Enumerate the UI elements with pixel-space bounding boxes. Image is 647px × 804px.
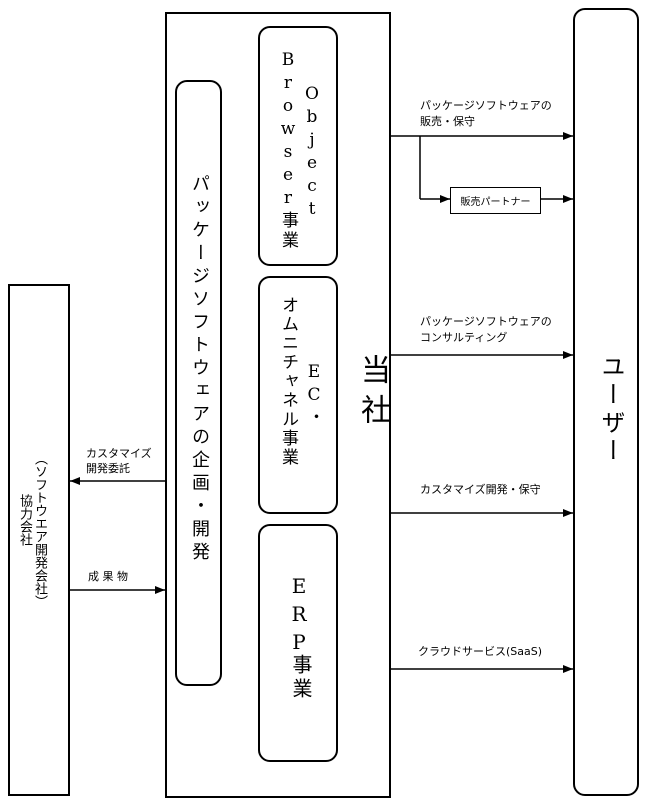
ec-omnichannel-label-line2: オムニチャネル事業: [278, 296, 298, 467]
object-browser-label-line1: Object: [302, 84, 322, 222]
partner-company-node: （ソフトウエア開発会社） 協力会社: [8, 284, 70, 796]
custom-maintenance-label: カスタマイズ開発・保守: [420, 483, 541, 496]
sales-maintenance-label-line2: 販売・保守: [420, 115, 475, 128]
custom-dev-request-label-line1: カスタマイズ: [86, 447, 152, 460]
company-label: 当社: [355, 354, 390, 434]
consulting-label-line2: コンサルティング: [420, 331, 508, 344]
ec-omnichannel-label-line1: EC・: [304, 362, 324, 428]
erp-business-node: ERP 事業: [258, 524, 338, 762]
ec-omnichannel-business-node: EC・ オムニチャネル事業: [258, 276, 338, 514]
erp-label-line1: ERP: [287, 574, 311, 658]
object-browser-label-line2: Browser事業: [278, 50, 298, 251]
planning-label: パッケージソフトウェアの企画・開発: [189, 174, 210, 565]
sales-partner-label: 販売パートナー: [460, 197, 531, 208]
deliverables-label: 成 果 物: [88, 570, 128, 583]
users-label: ユーザー: [597, 354, 625, 466]
partner-company-label-line1: 協力会社: [17, 494, 32, 546]
users-node: ユーザー: [573, 8, 639, 796]
cloud-service-label: クラウドサービス(SaaS): [418, 645, 543, 658]
consulting-label-line1: パッケージソフトウェアの: [420, 315, 552, 328]
sales-partner-node: 販売パートナー: [450, 187, 541, 214]
erp-label-line2: 事業: [289, 654, 313, 702]
sales-maintenance-label-line1: パッケージソフトウェアの: [420, 99, 552, 112]
custom-dev-request-label-line2: 開発委託: [86, 462, 130, 475]
object-browser-business-node: Object Browser事業: [258, 26, 338, 266]
planning-node: パッケージソフトウェアの企画・開発: [175, 80, 222, 686]
partner-company-label-line2: （ソフトウエア開発会社）: [32, 452, 47, 608]
